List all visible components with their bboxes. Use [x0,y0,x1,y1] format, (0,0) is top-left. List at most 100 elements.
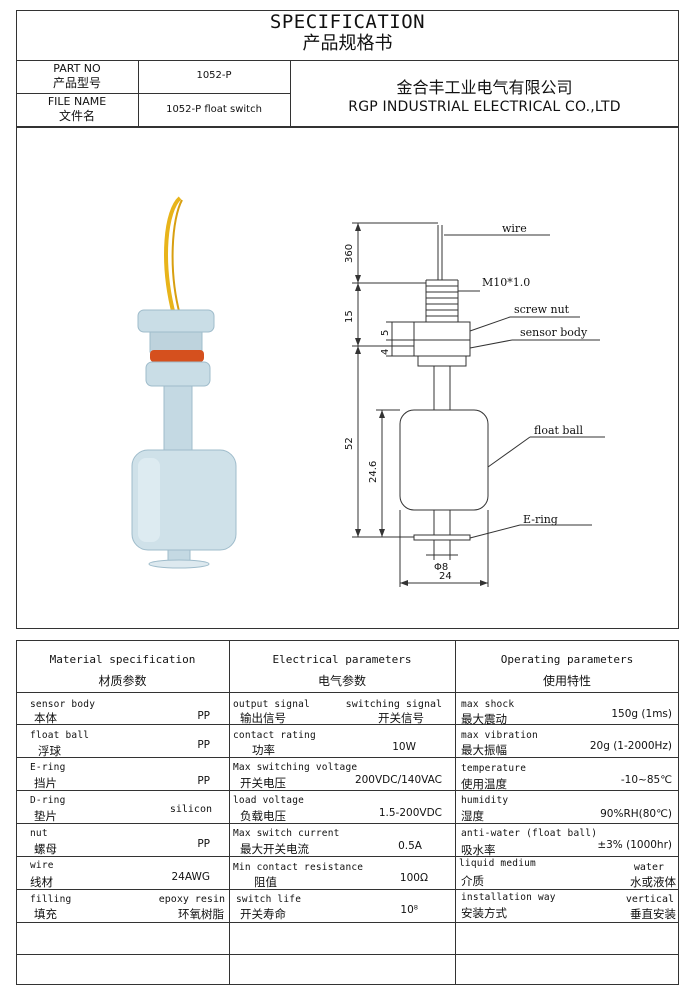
operating-name-en: installation way [461,892,556,903]
material-name-en: float ball [30,730,90,741]
electrical-name-en: Max switching voltage [233,762,358,773]
operating-name-zh: 使用温度 [461,777,507,791]
company-name-en: RGP INDUSTRIAL ELECTRICAL CO.,LTD [348,99,621,115]
spec-row-divider [16,856,679,857]
material-value-en: epoxy resin [158,894,225,905]
operating-value: 20g (1-2000Hz) [589,740,672,752]
electrical-header-en: Electrical parameters [272,653,412,666]
material-value: 24AWG [171,871,211,883]
company-name-zh: 金合丰工业电气有限公司 [396,78,573,97]
material-name-zh: 浮球 [38,744,61,758]
material-name-zh: 挡片 [34,776,57,790]
header-col-divider-1 [138,60,139,127]
material-value: PP [197,710,210,722]
operating-name-en: max shock [461,699,515,710]
label-thread: M10*1.0 [482,276,530,289]
electrical-value: 10⁸ [400,904,418,916]
operating-header-en: Operating parameters [500,653,634,666]
material-name-zh: 螺母 [34,842,57,856]
operating-value: -10~85℃ [620,774,672,786]
spec-row-divider [16,889,679,890]
electrical-name-zh: 负载电压 [240,809,286,823]
material-value: PP [197,739,210,751]
spec-col-divider-1 [229,640,230,985]
electrical-name-en: output signal [233,699,310,710]
material-name-en: nut [30,828,48,839]
electrical-name-zh: 功率 [252,743,275,757]
file-name-label-en: FILE NAME [47,95,107,108]
operating-value-en: water [633,862,664,873]
photo-e-ring [148,559,210,569]
material-name-en: filling [30,894,72,905]
material-value: PP [197,775,210,787]
material-name-zh: 垫片 [34,809,57,823]
label-screw-nut: screw nut [514,303,570,316]
operating-value-zh: 垂直安装 [630,907,676,921]
electrical-value: 1.5-200VDC [378,807,442,819]
spec-table-frame [16,640,679,985]
material-name-en: sensor body [30,699,96,710]
electrical-name-zh: 最大开关电流 [240,842,309,856]
operating-value-en: vertical [625,894,674,905]
electrical-name-en: load voltage [233,795,305,806]
part-file-divider [16,93,291,94]
electrical-value: 10W [392,741,416,753]
document-title-zh: 产品规格书 [302,33,393,54]
dim-360: 360 [344,244,355,263]
photo-stem [163,385,193,451]
operating-name-en: anti-water (float ball) [461,828,598,839]
material-name-en: D-ring [30,795,66,806]
spec-row-divider [16,724,679,725]
dim-15: 15 [344,310,355,323]
operating-name-en: temperature [461,763,527,774]
spec-row-divider [16,922,679,923]
operating-name-zh: 最大振幅 [461,743,507,757]
spec-row-divider [16,823,679,824]
spec-header-frame [16,10,679,127]
photo-top-nut [137,309,215,333]
material-value-zh: 环氧树脂 [178,907,224,921]
dim-52: 52 [344,437,355,450]
electrical-value: 100Ω [399,872,428,884]
electrical-name-zh: 开关寿命 [240,907,286,921]
operating-name-en: max vibration [461,730,538,741]
dim-24: 24 [439,571,452,582]
electrical-value: 200VDC/140VAC [354,774,442,786]
header-col-divider-2 [290,60,291,127]
operating-name-zh: 最大震动 [461,712,507,726]
operating-value: ±3% (1000hr) [597,839,672,851]
material-name-zh: 填充 [34,907,57,921]
spec-header-divider [16,692,679,693]
product-photo [131,196,237,569]
electrical-value-en: switching signal [345,699,442,710]
dim-24-6: 24.6 [368,461,379,483]
spec-col-divider-2 [455,640,456,985]
part-no-label-zh: 产品型号 [52,76,101,90]
wire-lead [164,196,182,316]
dim-phi8: Φ8 [434,562,448,573]
electrical-value: 0.5A [398,840,422,852]
label-wire: wire [502,222,527,235]
material-name-zh: 线材 [30,875,53,889]
material-header-zh: 材质参数 [98,674,147,688]
material-value: silicon [169,804,212,815]
operating-name-en: liquid medium [459,858,536,869]
electrical-value-zh: 开关信号 [378,711,424,725]
material-name-zh: 本体 [34,711,57,725]
material-name-en: E-ring [30,762,66,773]
operating-name-zh: 安装方式 [461,906,507,920]
document-title-en: SPECIFICATION [269,11,426,33]
file-name-value: 1052-P float switch [166,104,262,115]
operating-name-zh: 介质 [461,874,484,888]
material-header-en: Material specification [49,653,196,666]
photo-o-ring [150,350,204,362]
operating-name-zh: 吸水率 [461,843,496,857]
label-float-ball: float ball [534,424,584,437]
operating-value: 150g (1ms) [611,708,672,720]
electrical-header-zh: 电气参数 [317,674,366,688]
electrical-name-zh: 开关电压 [240,776,286,790]
operating-value: 90%RH(80℃) [600,808,672,820]
drawing-panel [16,127,679,629]
label-sensor-body: sensor body [520,326,588,339]
operating-header-zh: 使用特性 [542,674,591,688]
